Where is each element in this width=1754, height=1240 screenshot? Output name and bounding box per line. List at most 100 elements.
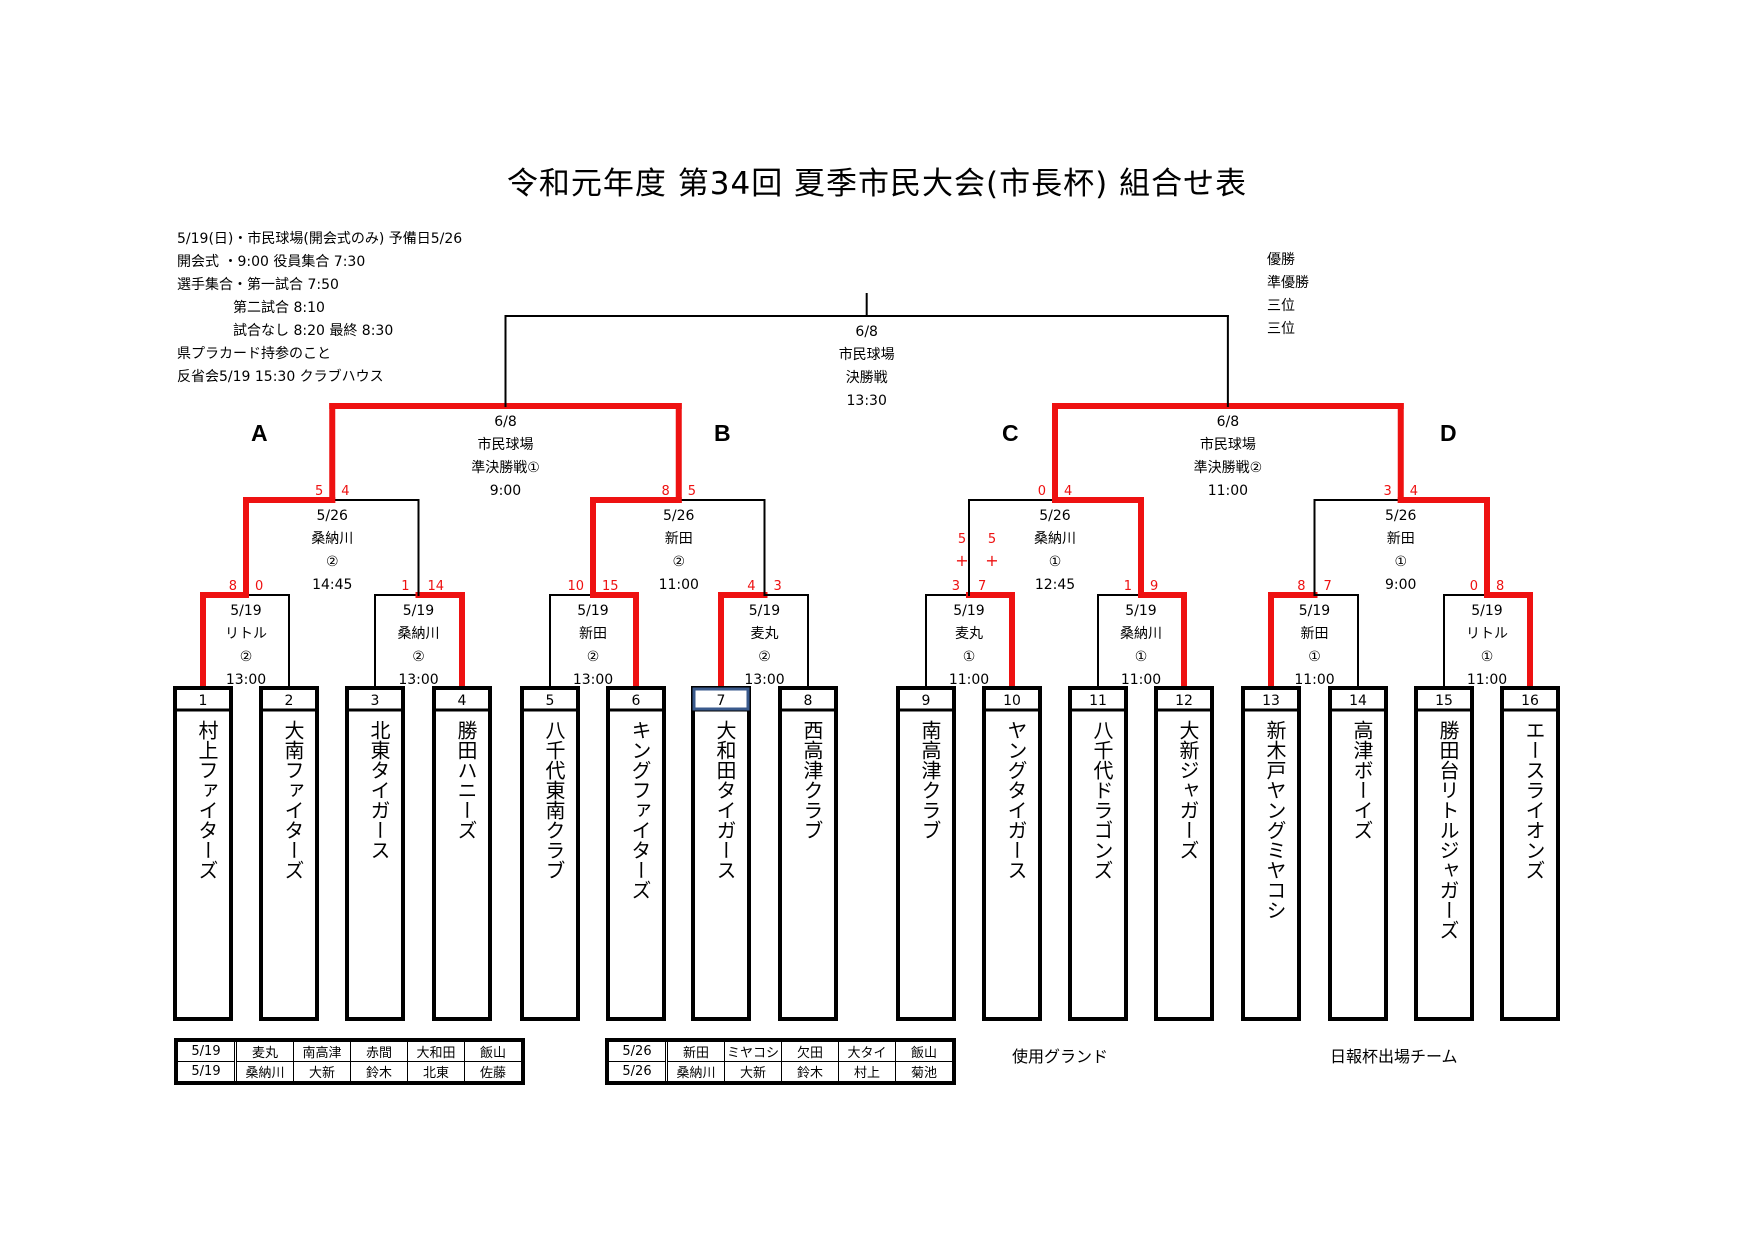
score-label: 0 xyxy=(1470,579,1478,594)
bracket-lines xyxy=(200,293,1533,691)
match-venue: 市民球場 xyxy=(478,436,534,453)
match-venue: 桑納川 xyxy=(311,531,353,547)
score-label: 4 xyxy=(1064,484,1072,499)
score-label: 7 xyxy=(978,579,986,594)
match-time: 9:00 xyxy=(490,483,521,499)
result-third-label: 三位 xyxy=(1267,321,1295,337)
match-venue: 桑納川 xyxy=(398,626,440,642)
score-label: 3 xyxy=(1383,484,1391,499)
match-round: 準決勝戦② xyxy=(1194,460,1263,476)
score-label: 15 xyxy=(602,579,619,594)
match-field-number: ① xyxy=(1481,649,1494,665)
result-champion-label: 優勝 xyxy=(1267,252,1295,268)
table-cell: 赤間 xyxy=(350,1039,408,1062)
team-box xyxy=(432,686,492,1021)
region-b-label: B xyxy=(714,420,731,446)
score-label: 4 xyxy=(341,484,349,499)
match-time: 14:45 xyxy=(312,577,352,593)
page-title: 令和元年度 第34回 夏季市民大会(市長杯) 組合せ表 xyxy=(506,166,1248,202)
table-cell: ミヤコシ xyxy=(724,1039,782,1062)
match-date: 6/8 xyxy=(855,324,878,340)
region-d-label: D xyxy=(1440,420,1457,446)
team-number: 7 xyxy=(717,693,726,709)
table-cell: 大タイ xyxy=(838,1039,896,1062)
match-date: 6/8 xyxy=(1217,414,1240,430)
umpire-schedule-table-left: 5/19 麦丸 南高津 赤間 大和田 飯山 5/19 桑納川 大新 鈴木 北東 … xyxy=(174,1038,525,1085)
score-label: 4 xyxy=(747,579,755,594)
team-name: 北東タイガース xyxy=(367,720,391,860)
score-label: 14 xyxy=(428,579,445,594)
table-cell: 飯山 xyxy=(895,1039,955,1062)
team-name: 勝田台リトルジャガーズ xyxy=(1436,720,1460,940)
team-number: 1 xyxy=(199,693,208,709)
score-label: 9 xyxy=(1150,579,1158,594)
score-label: 10 xyxy=(567,579,584,594)
note-line: 第二試合 8:10 xyxy=(177,300,325,316)
team-box xyxy=(606,686,666,1021)
extra-score: 5 xyxy=(958,532,966,547)
match-time: 13:00 xyxy=(226,672,266,688)
team-name: 新木戸ヤングミヤコシ xyxy=(1263,720,1287,920)
match-date: 5/26 xyxy=(1039,508,1071,524)
match-venue: 新田 xyxy=(579,626,607,642)
match-field-number: ② xyxy=(672,554,685,570)
table-cell: 佐藤 xyxy=(464,1061,524,1084)
note-line: 選手集合・第一試合 7:50 xyxy=(177,277,339,293)
match-time: 11:00 xyxy=(1467,672,1507,688)
score-label: 8 xyxy=(1496,579,1504,594)
match-field-number: ② xyxy=(240,649,253,665)
team-name: 八千代ドラゴンズ xyxy=(1090,720,1114,880)
table-cell: 桑納川 xyxy=(235,1061,294,1084)
match-round: 決勝戦 xyxy=(846,370,888,386)
team-box xyxy=(1328,686,1388,1021)
team-number: 9 xyxy=(922,693,931,709)
team-number: 10 xyxy=(1003,693,1021,709)
match-field-number: ① xyxy=(1135,649,1148,665)
bracket-text: 8 0 5/19 リトル ② 13:00 1 14 5/19 桑納川 ② 13:00 10 15 5/19 新… xyxy=(195,324,1546,940)
match-field-number: ① xyxy=(1049,554,1062,570)
table-cell: 鈴木 xyxy=(781,1061,839,1084)
table-cell: 菊池 xyxy=(895,1061,955,1084)
match-date: 5/19 xyxy=(230,603,261,619)
umpire-schedule-table-right: 5/26 新田 ミヤコシ 欠田 大タイ 飯山 5/26 桑納川 大新 鈴木 村上… xyxy=(605,1038,956,1085)
match-date: 5/19 xyxy=(953,603,984,619)
team-name: 大南ファイターズ xyxy=(281,720,305,880)
team-name: 南高津クラブ xyxy=(918,720,942,840)
team-name: 高津ボーイズ xyxy=(1350,720,1374,840)
table-cell: 村上 xyxy=(838,1061,896,1084)
team-box xyxy=(1068,686,1128,1021)
match-time: 11:00 xyxy=(1294,672,1334,688)
team-name: ヤングタイガース xyxy=(1004,720,1028,880)
match-date: 5/19 xyxy=(1471,603,1502,619)
schedule-notes: 5/19(日)・市民球場(開会式のみ) 予備日5/26 開会式 ・9:00 役員… xyxy=(177,228,462,389)
legend-ground-label: 使用グランド xyxy=(1012,1047,1109,1066)
extra-mark: + xyxy=(955,551,968,570)
region-c-label: C xyxy=(1002,420,1019,446)
extra-mark: + xyxy=(985,551,998,570)
table-row: 5/19 麦丸 南高津 赤間 大和田 飯山 xyxy=(175,1039,524,1062)
match-date: 5/26 xyxy=(1385,508,1417,524)
match-field-number: ② xyxy=(758,649,771,665)
team-number: 14 xyxy=(1349,693,1367,709)
match-venue: 新田 xyxy=(1387,531,1415,547)
team-name: エースライオンズ xyxy=(1522,720,1546,880)
table-row: 5/26 桑納川 大新 鈴木 村上 菊池 xyxy=(606,1061,955,1084)
table-row: 5/26 新田 ミヤコシ 欠田 大タイ 飯山 xyxy=(606,1039,955,1062)
match-field-number: ② xyxy=(326,554,339,570)
match-date: 5/19 xyxy=(577,603,608,619)
team-name: 勝田ハニーズ xyxy=(454,720,478,840)
note-line: 反省会5/19 15:30 クラブハウス xyxy=(177,369,384,385)
match-field-number: ① xyxy=(1394,554,1407,570)
match-venue: リトル xyxy=(225,626,267,642)
match-date: 6/8 xyxy=(494,414,517,430)
match-time: 11:00 xyxy=(1121,672,1161,688)
team-box xyxy=(896,686,956,1021)
region-a-label: A xyxy=(251,420,268,446)
team-name: 八千代東南クラブ xyxy=(542,720,566,880)
team-box xyxy=(778,686,838,1021)
team-box xyxy=(259,686,319,1021)
match-venue: 新田 xyxy=(1301,626,1329,642)
legend-nippo-label: 日報杯出場チーム xyxy=(1330,1047,1458,1066)
match-time: 13:00 xyxy=(744,672,784,688)
